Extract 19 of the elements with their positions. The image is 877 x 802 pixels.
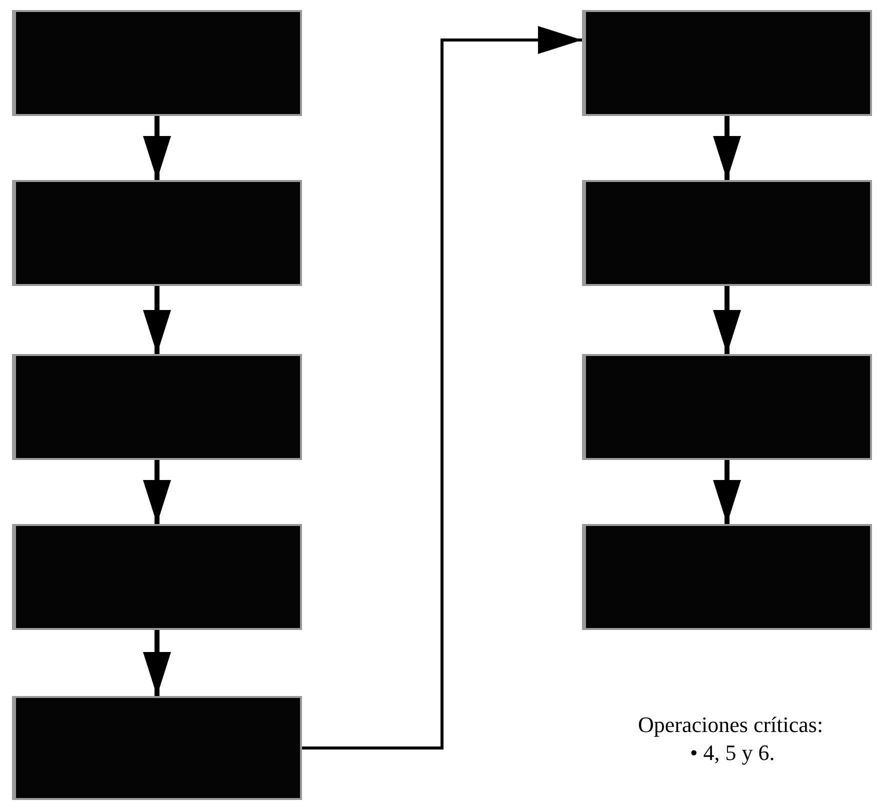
process-box <box>12 696 302 800</box>
note-text: • 4, 5 y 6. <box>690 740 775 766</box>
arrow <box>713 460 741 524</box>
arrow <box>143 286 171 354</box>
arrow <box>713 286 741 354</box>
process-box <box>12 10 302 116</box>
arrow <box>143 116 171 180</box>
process-box <box>582 180 872 286</box>
process-box <box>12 524 302 630</box>
process-box <box>12 354 302 460</box>
arrow <box>143 630 171 696</box>
arrow <box>302 26 582 750</box>
process-box <box>582 10 872 116</box>
process-box <box>12 180 302 286</box>
arrow <box>143 460 171 524</box>
process-box <box>582 354 872 460</box>
note-text: Operaciones críticas: <box>638 712 824 738</box>
process-box <box>582 524 872 630</box>
arrow <box>713 116 741 180</box>
